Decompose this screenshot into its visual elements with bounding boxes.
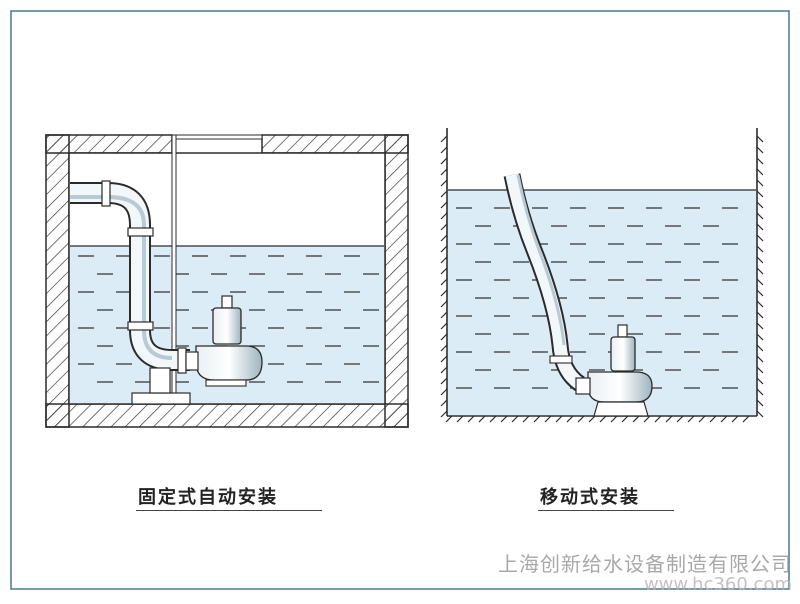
- water-dash-lines: [456, 207, 738, 389]
- hatch-tick: [756, 179, 764, 187]
- hatch-tick: [533, 415, 541, 423]
- hatch-tick: [440, 410, 448, 418]
- hatch-tick: [440, 245, 448, 253]
- outer-frame: [10, 10, 790, 590]
- hatch-tick: [756, 146, 764, 154]
- hatch-tick: [632, 415, 640, 423]
- pit-hatching: [440, 135, 764, 423]
- hatch-tick: [456, 415, 464, 423]
- hatch-tick: [756, 135, 764, 143]
- hatch-tick: [440, 289, 448, 297]
- hatch-tick: [440, 179, 448, 187]
- hatch-tick: [440, 201, 448, 209]
- hatch-tick: [698, 415, 706, 423]
- hatch-tick: [756, 289, 764, 297]
- hatch-tick: [440, 168, 448, 176]
- pump-base: [131, 392, 191, 405]
- hatch-tick: [756, 355, 764, 363]
- hatch-tick: [756, 278, 764, 286]
- hatch-tick: [756, 322, 764, 330]
- caption-underline: [538, 510, 674, 511]
- hatch-tick: [756, 311, 764, 319]
- hatch-tick: [440, 366, 448, 374]
- hatch-tick: [756, 190, 764, 198]
- hatch-tick: [621, 415, 629, 423]
- hatch-tick: [440, 278, 448, 286]
- hatch-tick: [566, 415, 574, 423]
- hatch-tick: [440, 311, 448, 319]
- hatch-tick: [500, 415, 508, 423]
- hatch-tick: [756, 157, 764, 165]
- fixed-installation-diagram: [45, 134, 409, 428]
- hatch-tick: [440, 146, 448, 154]
- hatch-tick: [440, 300, 448, 308]
- hatch-tick: [588, 415, 596, 423]
- hatch-tick: [756, 377, 764, 385]
- hatch-tick: [756, 333, 764, 341]
- hatch-tick: [440, 190, 448, 198]
- hatch-tick: [756, 399, 764, 407]
- hatch-tick: [610, 415, 618, 423]
- hatch-tick: [440, 135, 448, 143]
- watermark-website: www.hc360.com: [643, 574, 792, 595]
- hatch-tick: [665, 415, 673, 423]
- submersible-pump-fixed: [185, 295, 263, 387]
- hatch-tick: [742, 415, 750, 423]
- hatch-tick: [489, 415, 497, 423]
- hatch-tick: [440, 399, 448, 407]
- hatch-tick: [440, 157, 448, 165]
- hatch-tick: [654, 415, 662, 423]
- watermark-company: 上海创新给水设备制造有限公司: [498, 552, 792, 576]
- hatch-tick: [756, 366, 764, 374]
- hatch-tick: [676, 415, 684, 423]
- flexible-hose: [503, 173, 586, 392]
- hatch-tick: [720, 415, 728, 423]
- hatch-tick: [440, 322, 448, 330]
- hatch-tick: [687, 415, 695, 423]
- discharge-pipe: [70, 180, 190, 374]
- hatch-tick: [599, 415, 607, 423]
- hatch-tick: [440, 234, 448, 242]
- hatch-tick: [756, 212, 764, 220]
- submersible-pump-mobile: [575, 324, 653, 417]
- hatch-tick: [440, 377, 448, 385]
- hatch-tick: [440, 223, 448, 231]
- hatch-tick: [555, 415, 563, 423]
- hatch-tick: [756, 168, 764, 176]
- hatch-tick: [467, 415, 475, 423]
- hatch-tick: [511, 415, 519, 423]
- hatch-tick: [756, 300, 764, 308]
- hatch-tick: [577, 415, 585, 423]
- hatch-tick: [440, 344, 448, 352]
- hatch-tick: [440, 212, 448, 220]
- hatch-tick: [440, 333, 448, 341]
- mobile-installation-diagram: [440, 128, 764, 423]
- hatch-tick: [756, 388, 764, 396]
- caption-fixed-installation: 固定式自动安装: [138, 487, 278, 508]
- hatch-tick: [756, 201, 764, 209]
- hatch-tick: [440, 355, 448, 363]
- hatch-tick: [440, 267, 448, 275]
- hatch-tick: [478, 415, 486, 423]
- hatch-tick: [756, 234, 764, 242]
- hatch-tick: [756, 256, 764, 264]
- hatch-tick: [440, 388, 448, 396]
- hatch-tick: [756, 223, 764, 231]
- caption-underline: [136, 510, 322, 511]
- hatch-tick: [544, 415, 552, 423]
- hatch-tick: [445, 415, 453, 423]
- hatch-tick: [756, 245, 764, 253]
- hatch-tick: [756, 267, 764, 275]
- hatch-tick: [756, 410, 764, 418]
- hatch-tick: [709, 415, 717, 423]
- hatch-tick: [756, 344, 764, 352]
- hatch-tick: [643, 415, 651, 423]
- caption-mobile-installation: 移动式安装: [540, 487, 640, 508]
- hatch-tick: [731, 415, 739, 423]
- hatch-tick: [522, 415, 530, 423]
- hatch-tick: [440, 256, 448, 264]
